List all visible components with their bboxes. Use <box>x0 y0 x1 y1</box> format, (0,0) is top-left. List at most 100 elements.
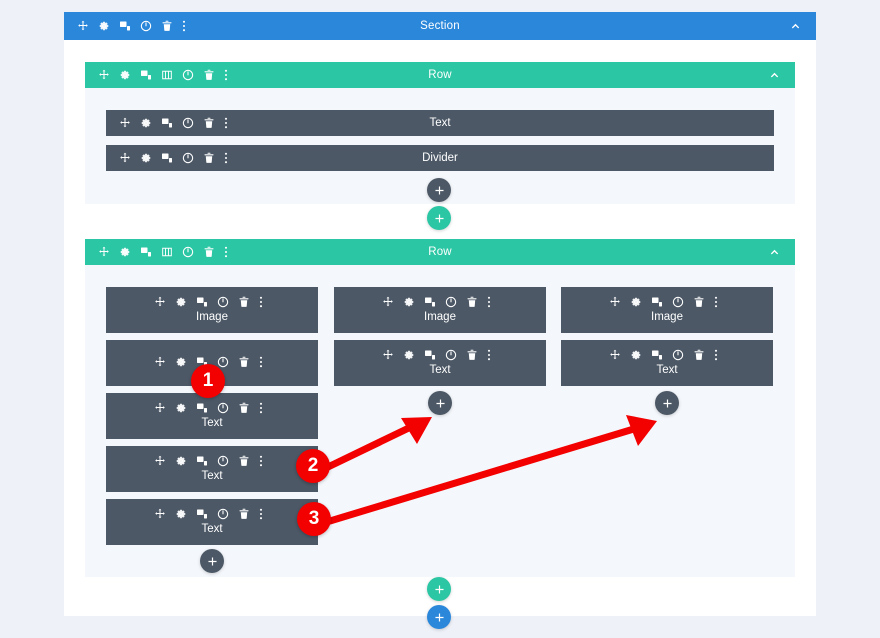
trash-icon[interactable] <box>238 356 250 368</box>
duplicate-icon[interactable] <box>161 152 173 164</box>
trash-icon[interactable] <box>161 20 173 32</box>
more-options-icon[interactable] <box>224 246 236 258</box>
gear-icon[interactable] <box>403 349 415 361</box>
trash-icon[interactable] <box>203 246 215 258</box>
duplicate-icon[interactable] <box>140 69 152 81</box>
duplicate-icon[interactable] <box>651 349 663 361</box>
gear-icon[interactable] <box>175 296 187 308</box>
gear-icon[interactable] <box>630 349 642 361</box>
gear-icon[interactable] <box>175 402 187 414</box>
more-options-icon[interactable] <box>224 152 236 164</box>
power-icon[interactable] <box>182 69 194 81</box>
power-icon[interactable] <box>217 508 229 520</box>
move-icon[interactable] <box>77 20 89 32</box>
trash-icon[interactable] <box>203 117 215 129</box>
gear-icon[interactable] <box>140 152 152 164</box>
move-icon[interactable] <box>98 69 110 81</box>
power-icon[interactable] <box>182 117 194 129</box>
power-icon[interactable] <box>140 20 152 32</box>
trash-icon[interactable] <box>466 296 478 308</box>
duplicate-icon[interactable] <box>651 296 663 308</box>
more-options-icon[interactable] <box>487 349 499 361</box>
row-1-bar[interactable]: Row <box>85 62 795 88</box>
columns-icon[interactable] <box>161 246 173 258</box>
move-icon[interactable] <box>382 296 394 308</box>
power-icon[interactable] <box>445 349 457 361</box>
gear-icon[interactable] <box>630 296 642 308</box>
add-module-button-column-3[interactable] <box>655 391 679 415</box>
chevron-up-icon[interactable] <box>769 246 781 258</box>
duplicate-icon[interactable] <box>140 246 152 258</box>
module-text[interactable]: Text <box>334 340 546 386</box>
power-icon[interactable] <box>217 356 229 368</box>
module-divider[interactable]: Divider <box>106 145 774 171</box>
trash-icon[interactable] <box>238 508 250 520</box>
move-icon[interactable] <box>609 349 621 361</box>
module-text[interactable]: Text <box>561 340 773 386</box>
duplicate-icon[interactable] <box>196 455 208 467</box>
trash-icon[interactable] <box>238 402 250 414</box>
add-module-button-column-1[interactable] <box>200 549 224 573</box>
duplicate-icon[interactable] <box>196 402 208 414</box>
power-icon[interactable] <box>672 349 684 361</box>
power-icon[interactable] <box>445 296 457 308</box>
duplicate-icon[interactable] <box>424 349 436 361</box>
more-options-icon[interactable] <box>714 349 726 361</box>
add-module-button-row-1[interactable] <box>427 178 451 202</box>
move-icon[interactable] <box>98 246 110 258</box>
more-options-icon[interactable] <box>487 296 499 308</box>
add-section-button-footer[interactable] <box>427 605 451 629</box>
trash-icon[interactable] <box>238 296 250 308</box>
gear-icon[interactable] <box>175 356 187 368</box>
power-icon[interactable] <box>182 152 194 164</box>
trash-icon[interactable] <box>693 296 705 308</box>
chevron-up-icon[interactable] <box>790 20 802 32</box>
move-icon[interactable] <box>154 455 166 467</box>
move-icon[interactable] <box>154 508 166 520</box>
module-image[interactable]: Image <box>561 287 773 333</box>
module-image[interactable]: Image <box>334 287 546 333</box>
more-options-icon[interactable] <box>259 356 271 368</box>
module-text[interactable]: Text <box>106 110 774 136</box>
duplicate-icon[interactable] <box>196 508 208 520</box>
trash-icon[interactable] <box>693 349 705 361</box>
more-options-icon[interactable] <box>259 402 271 414</box>
row-2-bar[interactable]: Row <box>85 239 795 265</box>
module-text[interactable]: Text <box>106 393 318 439</box>
power-icon[interactable] <box>217 402 229 414</box>
trash-icon[interactable] <box>238 455 250 467</box>
trash-icon[interactable] <box>203 152 215 164</box>
columns-icon[interactable] <box>161 69 173 81</box>
gear-icon[interactable] <box>175 455 187 467</box>
gear-icon[interactable] <box>119 246 131 258</box>
trash-icon[interactable] <box>203 69 215 81</box>
more-options-icon[interactable] <box>182 20 194 32</box>
add-module-button-column-2[interactable] <box>428 391 452 415</box>
move-icon[interactable] <box>154 356 166 368</box>
move-icon[interactable] <box>119 117 131 129</box>
more-options-icon[interactable] <box>224 69 236 81</box>
duplicate-icon[interactable] <box>161 117 173 129</box>
more-options-icon[interactable] <box>224 117 236 129</box>
power-icon[interactable] <box>217 455 229 467</box>
move-icon[interactable] <box>382 349 394 361</box>
gear-icon[interactable] <box>140 117 152 129</box>
power-icon[interactable] <box>217 296 229 308</box>
module-text[interactable]: Text <box>106 499 318 545</box>
module-text[interactable]: Text <box>106 446 318 492</box>
gear-icon[interactable] <box>403 296 415 308</box>
more-options-icon[interactable] <box>714 296 726 308</box>
move-icon[interactable] <box>119 152 131 164</box>
chevron-up-icon[interactable] <box>769 69 781 81</box>
duplicate-icon[interactable] <box>424 296 436 308</box>
move-icon[interactable] <box>609 296 621 308</box>
gear-icon[interactable] <box>119 69 131 81</box>
more-options-icon[interactable] <box>259 508 271 520</box>
duplicate-icon[interactable] <box>196 296 208 308</box>
module-image[interactable]: Image <box>106 287 318 333</box>
power-icon[interactable] <box>182 246 194 258</box>
trash-icon[interactable] <box>466 349 478 361</box>
more-options-icon[interactable] <box>259 296 271 308</box>
move-icon[interactable] <box>154 402 166 414</box>
gear-icon[interactable] <box>175 508 187 520</box>
